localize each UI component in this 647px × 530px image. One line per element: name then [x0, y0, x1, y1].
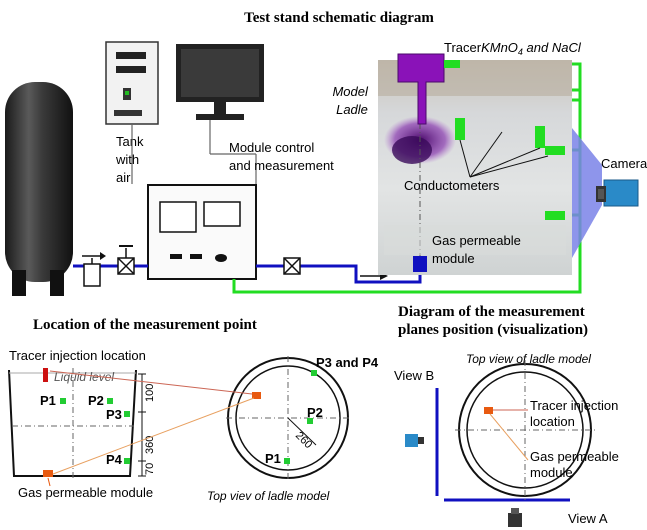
tracer-injection-right-label: Tracer injection location [530, 398, 622, 429]
conductometer-pointer-lines [459, 131, 549, 178]
camera-a-icon [508, 508, 522, 527]
measurement-points [60, 398, 130, 464]
monitor-icon [176, 44, 264, 120]
point-p2-label: P2 [88, 393, 104, 408]
p3-p4-circle-label: P3 and P4 [316, 355, 379, 370]
camera-b-icon [405, 434, 424, 447]
ladle-cross-section [8, 368, 137, 478]
tracer-injection-label: Tracer injection location [9, 348, 146, 363]
dim-360: 360 [144, 436, 156, 454]
module-label: Module control and measurement [229, 140, 334, 173]
gas-module-label: Gas permeable module [432, 233, 525, 266]
filter-icon [82, 252, 106, 287]
dim-260: 260 [293, 430, 314, 451]
dim-100: 100 [144, 384, 156, 402]
flow-valve-icon [283, 257, 301, 275]
top-view-circle [226, 356, 350, 480]
dim-70: 70 [144, 463, 156, 475]
planes-top-view-circle [455, 360, 595, 500]
camera-label: Camera [601, 156, 647, 171]
p1-circle-label: P1 [265, 451, 281, 466]
top-view-left-label: Top viev of ladle model [207, 489, 330, 503]
gas-module-pointer-line [52, 397, 255, 475]
point-p3-label: P3 [106, 407, 122, 422]
view-b-label: View B [394, 368, 434, 383]
dimension-lines [138, 373, 146, 477]
air-tank [5, 82, 73, 296]
location-heading: Location of the measurement point [33, 317, 257, 333]
point-p1-label: P1 [40, 393, 56, 408]
module-control-box [147, 184, 257, 280]
tracer-injector [397, 53, 460, 125]
diagram-title: Test stand schematic diagram [244, 10, 434, 26]
conductometers-label: Conductometers [404, 178, 500, 193]
p2-circle-label: P2 [307, 405, 323, 420]
planes-heading: Diagram of the measurement planes positi… [398, 304, 589, 338]
gas-pipe-to-ladle [256, 262, 422, 284]
camera-view-cone [572, 128, 602, 258]
model-ladle-label: Model Ladle [332, 84, 371, 117]
tracer-label: TracerKMnO4 and NaCl [444, 40, 582, 57]
point-p4-label: P4 [106, 452, 123, 467]
tracer-pointer-line [49, 370, 253, 395]
tank-label: Tank with air [115, 134, 147, 185]
controller-unit [105, 41, 159, 125]
top-view-right-label: Top view of ladle model [466, 352, 591, 366]
gas-module-right-label: Gas permeable module [530, 449, 623, 480]
gas-module-block [413, 256, 427, 272]
camera-icon [596, 179, 639, 207]
model-ladle-photo [378, 60, 572, 275]
view-a-label: View A [568, 511, 608, 526]
valve-icon [117, 245, 135, 275]
gas-module-bottom-label: Gas permeable module [18, 485, 153, 500]
conductometer-probes [455, 118, 565, 220]
